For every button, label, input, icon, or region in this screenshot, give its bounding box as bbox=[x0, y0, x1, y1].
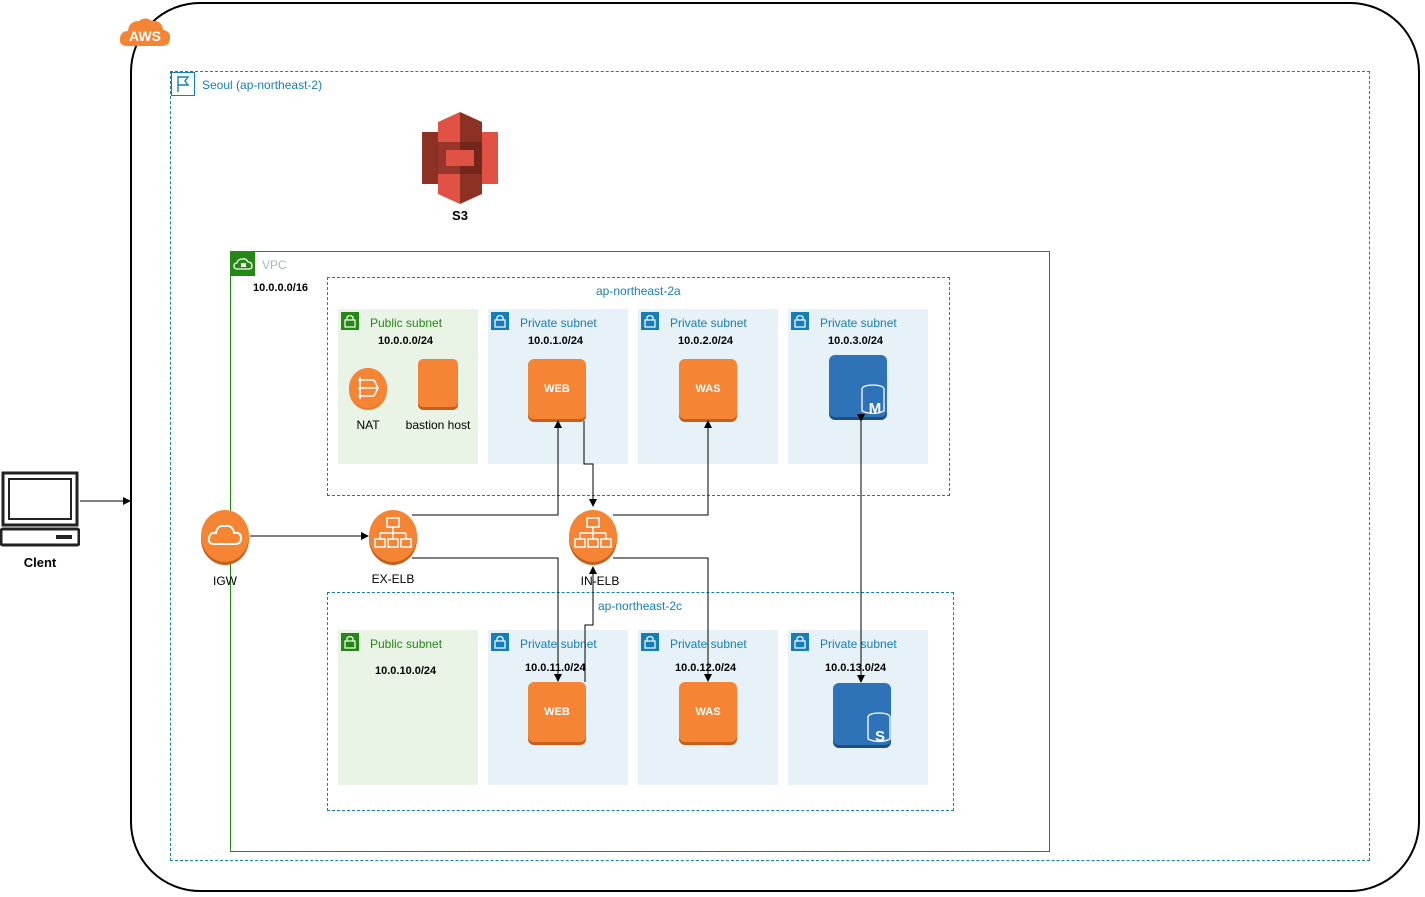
in-elb-label: IN-ELB bbox=[580, 574, 620, 588]
vpc-icon bbox=[231, 252, 255, 276]
subnet-type-label: Public subnet bbox=[370, 637, 443, 651]
internet-gateway-icon bbox=[200, 508, 250, 566]
az-c-label: ap-northeast-2c bbox=[598, 599, 683, 613]
region-group bbox=[170, 71, 1370, 861]
igw-label: IGW bbox=[213, 574, 237, 588]
lock-icon bbox=[641, 633, 659, 651]
rds-standby-db: S bbox=[833, 683, 891, 745]
subnet-type-label: Private subnet bbox=[820, 316, 897, 330]
az-a-label: ap-northeast-2a bbox=[596, 284, 681, 298]
vpc-cidr: 10.0.0.0/16 bbox=[253, 282, 309, 294]
az-c-group bbox=[327, 592, 954, 811]
ex-elb-load-balancer-icon bbox=[368, 506, 418, 566]
subnet-cidr: 10.0.1.0/24 bbox=[528, 335, 584, 347]
lock-icon bbox=[791, 633, 809, 651]
region-label: Seoul (ap-northeast-2) bbox=[202, 78, 323, 92]
web-instance-c: WEB bbox=[528, 682, 586, 742]
vpc-label: VPC bbox=[262, 258, 287, 272]
s3-icon bbox=[420, 112, 500, 204]
subnet-cidr: 10.0.3.0/24 bbox=[828, 335, 884, 347]
nat-gateway-icon bbox=[348, 366, 388, 412]
lock-icon bbox=[491, 633, 509, 651]
subnet-public-c bbox=[338, 630, 478, 785]
subnet-cidr: 10.0.10.0/24 bbox=[375, 665, 437, 677]
db-master-letter: M bbox=[869, 400, 882, 417]
web-instance-a: WEB bbox=[528, 359, 586, 419]
s3-label: S3 bbox=[452, 208, 468, 223]
was-instance-a: WAS bbox=[679, 359, 737, 419]
flag-icon bbox=[171, 72, 195, 96]
subnet-type-label: Public subnet bbox=[370, 316, 443, 330]
aws-badge: AWS bbox=[129, 28, 161, 44]
rds-master-db: M bbox=[829, 355, 887, 417]
aws-cloud-group bbox=[130, 2, 1420, 892]
bastion-host-label: bastion host bbox=[405, 418, 471, 432]
subnet-cidr: 10.0.2.0/24 bbox=[678, 335, 734, 347]
subnet-type-label: Private subnet bbox=[670, 316, 747, 330]
lock-icon bbox=[341, 633, 359, 651]
lock-icon bbox=[641, 312, 659, 330]
client-label: Clent bbox=[23, 555, 57, 570]
lock-icon bbox=[791, 312, 809, 330]
subnet-cidr: 10.0.0.0/24 bbox=[378, 335, 434, 347]
subnet-cidr: 10.0.12.0/24 bbox=[675, 662, 737, 674]
client-laptop-icon bbox=[0, 471, 81, 549]
subnet-type-label: Private subnet bbox=[520, 316, 597, 330]
subnet-cidr: 10.0.13.0/24 bbox=[825, 662, 887, 674]
in-elb-load-balancer-icon bbox=[568, 506, 618, 566]
subnet-cidr: 10.0.11.0/24 bbox=[525, 662, 586, 674]
aws-cloud-icon: AWS bbox=[117, 12, 173, 52]
ex-elb-label: EX-ELB bbox=[371, 572, 415, 586]
lock-icon bbox=[491, 312, 509, 330]
bastion-host-instance bbox=[418, 359, 458, 407]
lock-icon bbox=[341, 312, 359, 330]
az-a-group bbox=[327, 277, 950, 496]
was-instance-c: WAS bbox=[679, 682, 737, 742]
nat-label: NAT bbox=[356, 418, 380, 432]
db-standby-letter: S bbox=[875, 728, 885, 745]
